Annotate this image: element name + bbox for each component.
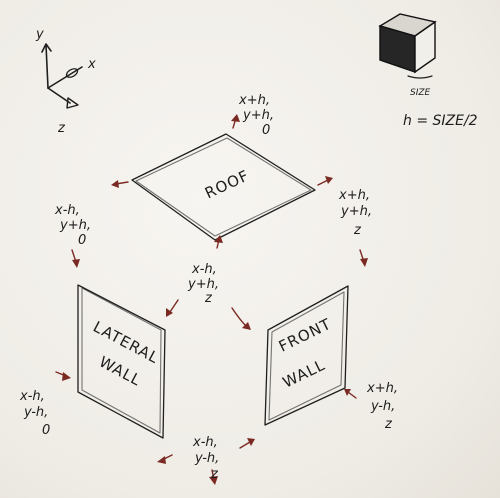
svg-text:0: 0 [42, 423, 50, 438]
vertex-top-back: x+h, y+h, 0 [238, 93, 274, 138]
svg-text:y+h,: y+h, [242, 108, 274, 123]
axis-label-y: y [35, 27, 44, 42]
vertex-left-bottom: x-h, y-h, 0 [19, 389, 50, 438]
svg-text:x-h,: x-h, [192, 435, 218, 450]
axis-icon: y x z [35, 27, 96, 136]
vertex-center: x-h, y+h, z [187, 262, 219, 306]
vertex-bottom: x-h, y-h, z [192, 435, 219, 482]
vertex-right-top: x+h, y+h, z [338, 188, 372, 238]
svg-text:0: 0 [262, 123, 270, 138]
roof-face: ROOF [131, 133, 316, 241]
vertex-left-top: x-h, y+h, 0 [54, 203, 91, 248]
svg-text:y+h,: y+h, [340, 204, 372, 219]
axis-label-x: x [87, 57, 96, 72]
lateral-wall-face: LATERAL WALL [77, 284, 166, 439]
vertex-right-bottom: x+h, y-h, z [366, 381, 398, 432]
front-wall-face: FRONT WALL [264, 285, 349, 426]
front-label-line2: WALL [280, 356, 328, 392]
svg-text:x-h,: x-h, [54, 203, 80, 218]
legend-size-label: SIZE [410, 88, 431, 98]
svg-text:x-h,: x-h, [191, 262, 217, 277]
svg-text:y-h,: y-h, [370, 399, 395, 414]
svg-text:z: z [210, 467, 219, 482]
svg-text:z: z [353, 223, 362, 238]
svg-text:x+h,: x+h, [366, 381, 398, 396]
svg-text:0: 0 [78, 233, 86, 248]
svg-text:z: z [384, 417, 393, 432]
svg-text:x-h,: x-h, [19, 389, 45, 404]
svg-text:y-h,: y-h, [194, 451, 219, 466]
svg-text:x+h,: x+h, [338, 188, 370, 203]
svg-text:y+h,: y+h, [59, 218, 91, 233]
axis-label-z: z [57, 121, 66, 136]
vertex-arrows [55, 114, 368, 485]
legend-formula: h = SIZE/2 [403, 113, 478, 129]
svg-text:x+h,: x+h, [238, 93, 270, 108]
svg-text:y-h,: y-h, [23, 405, 48, 420]
size-legend: SIZE h = SIZE/2 [378, 13, 478, 129]
svg-text:y+h,: y+h, [187, 277, 219, 292]
roof-label: ROOF [202, 166, 252, 202]
svg-text:z: z [204, 291, 213, 306]
